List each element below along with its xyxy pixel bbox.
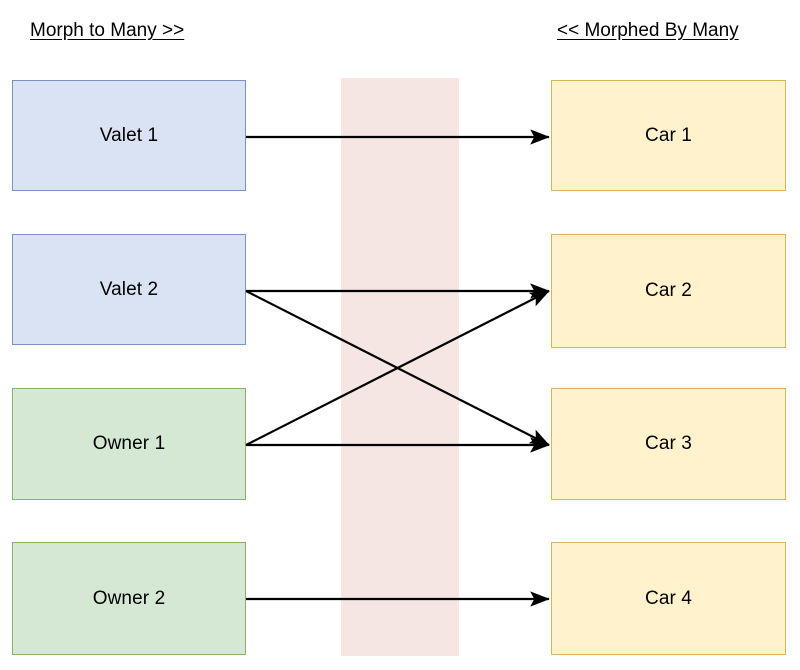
node-car-3[interactable]: Car 3 xyxy=(551,388,786,500)
highlight-band xyxy=(341,78,459,656)
right-column-heading: << Morphed By Many xyxy=(557,20,739,41)
node-car-2[interactable]: Car 2 xyxy=(551,234,786,348)
left-column-heading: Morph to Many >> xyxy=(30,20,185,41)
node-car-4[interactable]: Car 4 xyxy=(551,542,786,655)
node-valet-1[interactable]: Valet 1 xyxy=(12,80,246,191)
node-owner-1[interactable]: Owner 1 xyxy=(12,388,246,500)
node-owner-2[interactable]: Owner 2 xyxy=(12,542,246,655)
node-valet-2[interactable]: Valet 2 xyxy=(12,234,246,345)
node-car-1[interactable]: Car 1 xyxy=(551,80,786,191)
